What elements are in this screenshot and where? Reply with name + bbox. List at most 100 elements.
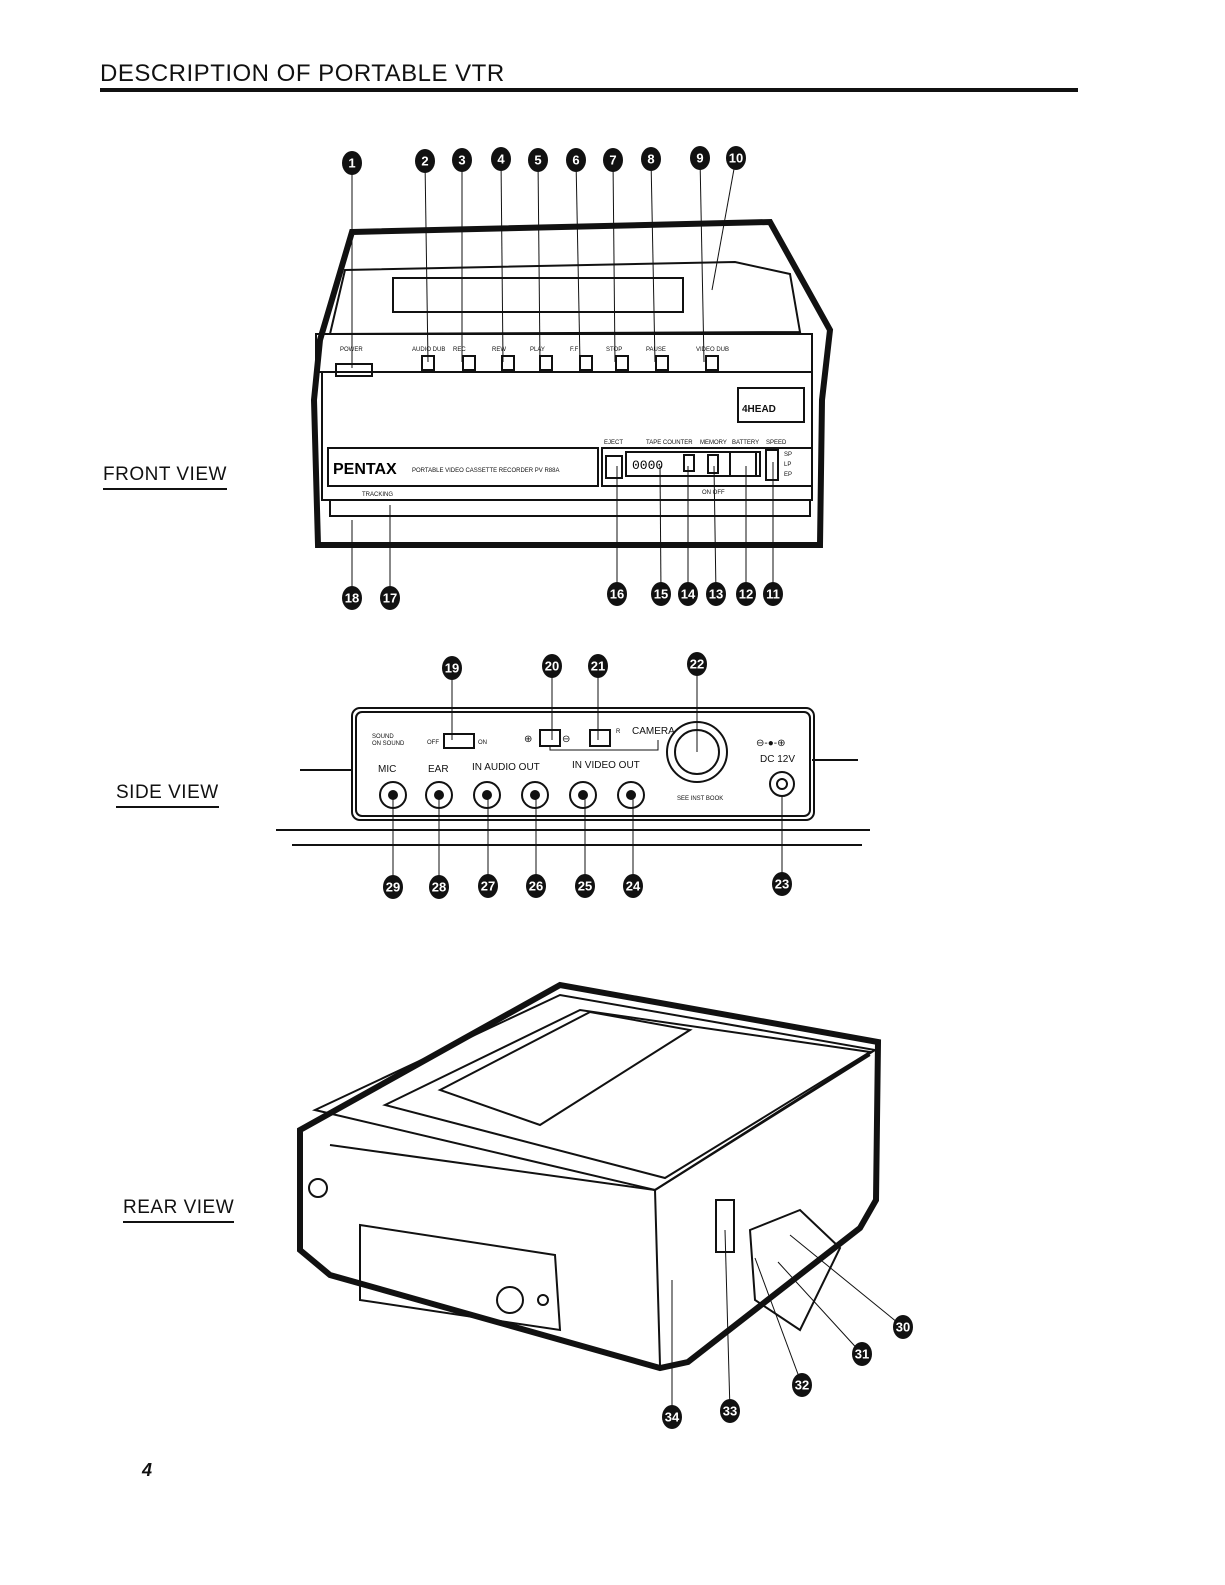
callout-number: 6 [572,153,579,168]
callout-24: 24 [623,874,643,898]
callout-number: 27 [481,879,495,894]
callout-number: 25 [578,879,592,894]
camera-switch[interactable] [589,729,611,747]
front-button[interactable] [579,355,593,371]
polarity-label: ⊖-●-⊕ [756,738,785,749]
sound-switch[interactable] [443,733,475,749]
memory-label: MEMORY [700,440,727,446]
callout-badge [588,654,608,678]
callout-badge [792,1373,812,1397]
battery-label: BATTERY [732,440,759,446]
leader-line [612,159,616,363]
callout-number: 18 [345,591,359,606]
callout-27: 27 [478,874,498,898]
tape-counter-label: TAPE COUNTER [646,440,693,446]
front-button[interactable] [462,355,476,371]
dc-jack[interactable] [769,771,795,797]
callout-4: 4 [491,147,511,171]
callout-number: 29 [386,880,400,895]
callout-5: 5 [528,148,548,172]
tracking-label: TRACKING [362,492,393,498]
callout-7: 7 [603,148,623,172]
callout-3: 3 [452,148,472,172]
callout-badge [641,147,661,171]
jack-hole [482,790,492,800]
callout-badge [342,151,362,175]
counter-reset-button[interactable] [683,454,695,472]
side-view-label: SIDE VIEW [116,782,219,808]
eject-button[interactable] [605,455,623,479]
callout-badge [726,146,746,170]
camera-label: CAMERA [632,726,675,737]
button-label: PLAY [530,347,545,353]
front-button[interactable] [615,355,629,371]
callout-badge [342,586,362,610]
front-button[interactable] [705,355,719,371]
callout-13: 13 [706,582,726,606]
callout-badge [526,874,546,898]
callout-badge [566,148,586,172]
callout-number: 1 [348,156,355,171]
callout-number: 11 [766,587,780,602]
callout-number: 30 [896,1320,910,1335]
leader-line [713,465,717,595]
r-label: R [616,729,621,735]
leader-line [789,1234,904,1328]
callout-badge [662,1405,682,1429]
callout-number: 17 [383,591,397,606]
callout-badge [603,148,623,172]
callout-number: 32 [795,1378,809,1393]
speed-switch[interactable] [765,449,779,481]
four-head-badge: 4HEAD [742,404,776,415]
speed-label: SPEED [766,440,787,446]
callout-25: 25 [575,874,595,898]
audio-label: IN AUDIO OUT [472,762,540,773]
speed-sp: SP [784,452,792,458]
callout-30: 30 [893,1315,913,1339]
callout-12: 12 [736,582,756,606]
callout-number: 31 [855,1347,869,1362]
callout-number: 22 [690,657,704,672]
callout-badge [690,146,710,170]
button-label: F.F [570,347,579,353]
callout-11: 11 [763,582,783,606]
rear-view-drawing [297,981,882,1372]
callout-number: 34 [665,1410,680,1425]
front-button[interactable] [655,355,669,371]
callout-badge [452,148,472,172]
on-sound-label: ON SOUND [372,741,405,747]
jack-hole [530,790,540,800]
callout-31: 31 [852,1342,872,1366]
front-view-label: FRONT VIEW [103,464,227,490]
brand-name: PENTAX [333,461,397,478]
front-button[interactable] [501,355,515,371]
callout-9: 9 [690,146,710,170]
callout-6: 6 [566,148,586,172]
callout-number: 4 [497,152,505,167]
callout-badge [893,1315,913,1339]
callout-23: 23 [772,872,792,896]
callout-14: 14 [678,582,698,606]
callout-16: 16 [607,582,627,606]
polarity-switch[interactable] [539,729,561,747]
callout-badge [623,874,643,898]
callout-badge [706,582,726,606]
button-label: REC [453,347,466,353]
callout-badge [575,874,595,898]
callout-number: 26 [529,879,543,894]
page-title: DESCRIPTION OF PORTABLE VTR [100,60,505,87]
button-label: STOP [606,347,622,353]
callout-number: 12 [739,587,753,602]
jack[interactable] [521,781,549,809]
button-label: PAUSE [646,347,666,353]
jack[interactable] [569,781,597,809]
callout-18: 18 [342,586,362,610]
memory-sub-label: ON OFF [702,490,725,496]
callout-32: 32 [792,1373,812,1397]
front-button[interactable] [539,355,553,371]
off-label: OFF [427,740,439,746]
jack[interactable] [617,781,645,809]
memory-switch[interactable] [707,454,719,474]
jack[interactable] [473,781,501,809]
